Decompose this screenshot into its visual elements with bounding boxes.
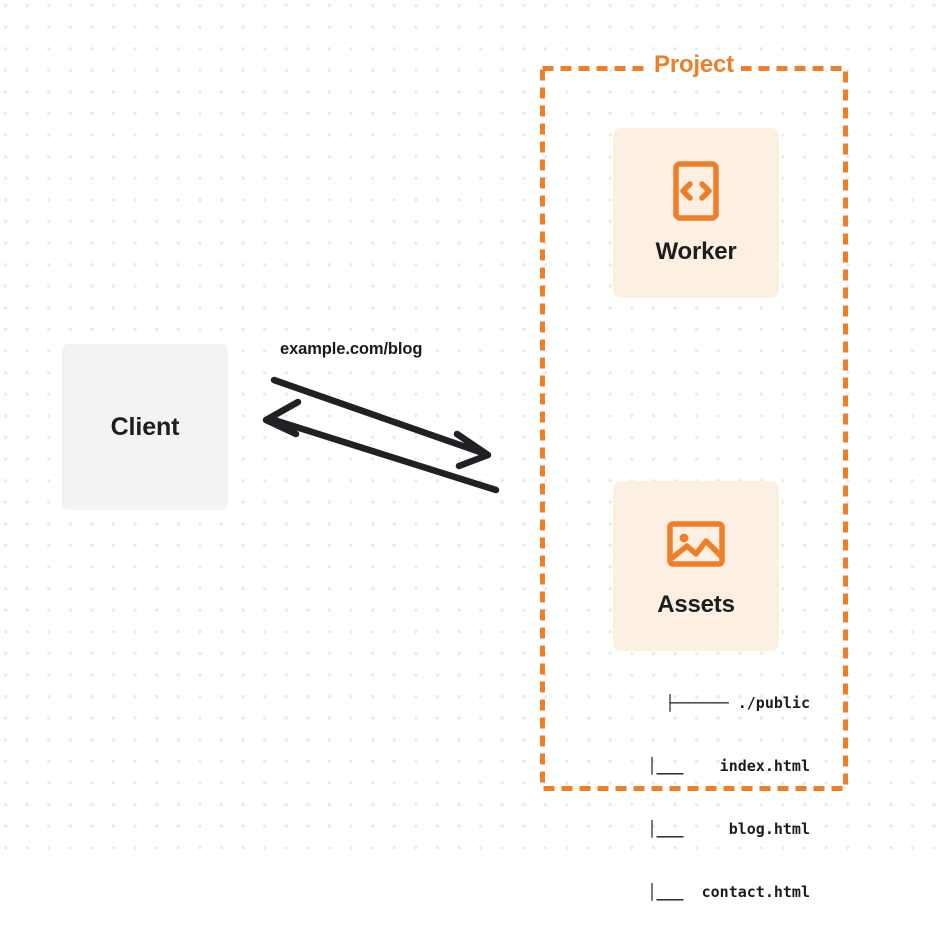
- worker-card[interactable]: Worker: [613, 128, 779, 298]
- file-tree-row: │___ index.html: [647, 757, 810, 775]
- project-container: Project Worker Assets ├────── ./public │…: [540, 50, 848, 901]
- connector-arrows: [262, 376, 500, 494]
- image-icon: [665, 513, 727, 575]
- assets-file-tree: ├────── ./public │___ index.html │___ bl…: [580, 651, 810, 945]
- file-tree-row: │___ contact.html: [647, 883, 810, 901]
- file-tree-row: │___ blog.html: [647, 820, 810, 838]
- client-node[interactable]: Client: [62, 344, 228, 510]
- worker-card-label: Worker: [655, 238, 737, 265]
- client-node-label: Client: [110, 412, 180, 441]
- project-title: Project: [647, 50, 741, 80]
- assets-card[interactable]: Assets: [613, 481, 779, 651]
- file-tree-row: ├────── ./public: [665, 694, 811, 712]
- assets-card-label: Assets: [657, 591, 735, 618]
- request-arrow: [270, 376, 492, 470]
- connector-label: example.com/blog: [280, 340, 423, 358]
- response-arrow: [262, 398, 500, 494]
- code-file-icon: [665, 160, 727, 222]
